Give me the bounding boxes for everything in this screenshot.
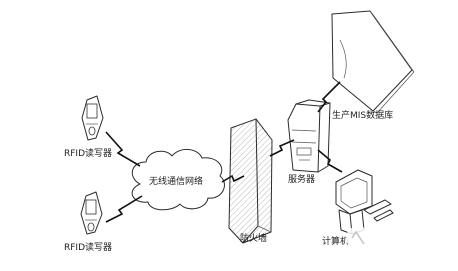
network-label: 无线通信网络 (149, 175, 203, 187)
firewall-node (228, 118, 273, 244)
watermark-text: 电子发烧友 (374, 230, 449, 248)
firewall-label: 防火墙 (240, 232, 267, 244)
link-server-computer (317, 149, 343, 173)
rfid-reader-top-icon (81, 95, 104, 141)
network-cloud (131, 149, 225, 211)
rfid-reader-bottom-label: RFID读写器 (64, 241, 112, 253)
database-label: 生产MIS数据库 (332, 109, 393, 121)
link-firewall-server (269, 139, 295, 157)
watermark: 电子发烧友 www.elecfans.com (346, 226, 455, 264)
rfid-reader-top-label: RFID读写器 (64, 147, 112, 159)
server-label: 服务器 (288, 173, 315, 185)
server-node (287, 99, 331, 173)
computer-label: 计算机 (322, 235, 349, 247)
watermark-logo-icon (346, 226, 370, 250)
database-node (331, 10, 415, 114)
rfid-reader-bottom-icon (80, 191, 103, 235)
watermark-site: www.elecfans.com (380, 255, 455, 264)
link-network-firewall (221, 174, 245, 183)
link-reader-top-network (105, 131, 141, 167)
wireless-links (105, 81, 343, 223)
link-reader-bottom-network (105, 195, 143, 223)
link-server-database (317, 81, 341, 113)
computer-node (335, 169, 394, 235)
